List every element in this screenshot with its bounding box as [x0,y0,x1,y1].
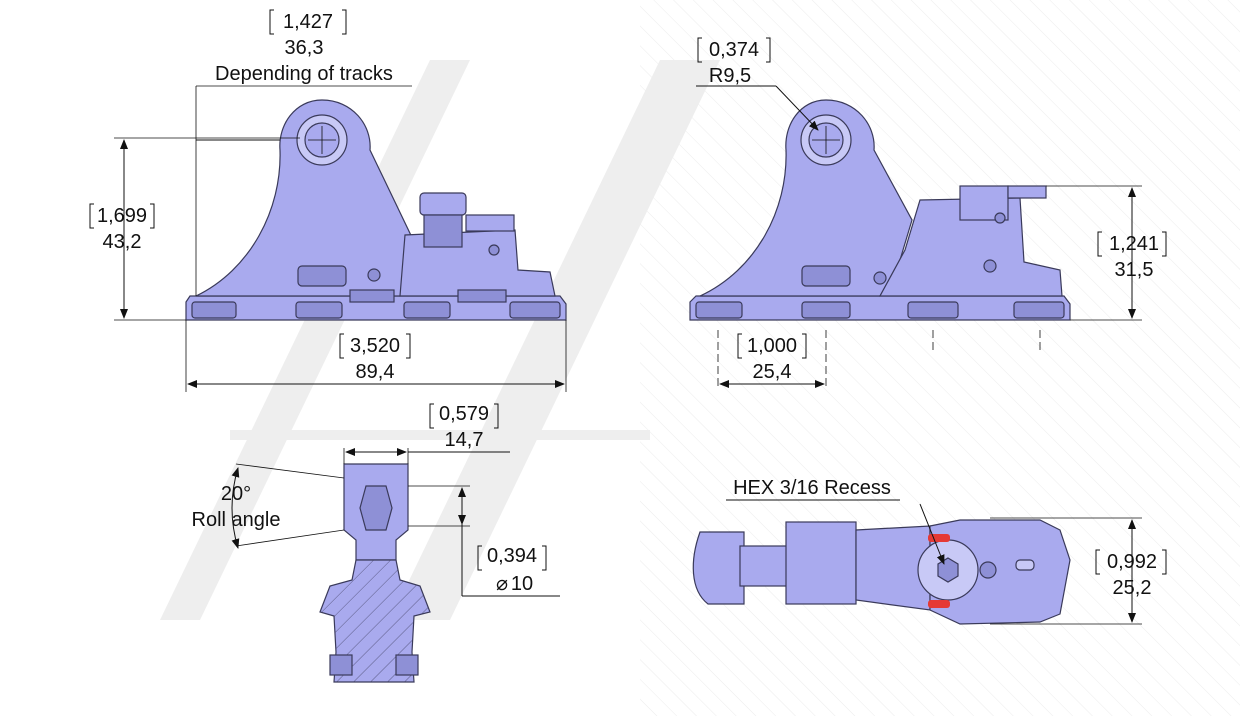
red-indicator [928,600,950,608]
screw [367,268,381,282]
side-view-left: 1,427 36,3 Depending of tracks 1,699 43,… [89,9,567,392]
hex-recess [937,557,959,583]
roller [191,301,237,319]
radius-metric: R9,5 [709,65,751,87]
roller [907,301,959,319]
tower [699,99,913,297]
screw [979,561,997,579]
roller [509,301,561,319]
screw [488,244,500,256]
width-note: Depending of tracks [215,63,393,85]
knob-stem [423,214,463,248]
pin-shaft [739,545,791,587]
bolt-head [329,654,353,676]
slider-block [878,197,1063,297]
window [297,265,347,287]
diameter-metric: 10 [511,573,533,595]
bolt-head [395,654,419,676]
section-hatch [320,560,430,682]
top-view: HEX 3/16 Recess 0,992 25,2 [692,477,1167,625]
roller [695,301,743,319]
width-metric: 36,3 [285,37,324,59]
height-imperial-right: 1,241 [1109,233,1159,255]
latch [465,214,515,232]
length-imperial: 3,520 [350,335,400,357]
tower [195,99,419,297]
side-view-right: 0,374 R9,5 1,241 31,5 1,000 25,4 [689,37,1167,390]
front-view: 0,579 14,7 20° Roll angle 0,394 ⌀ 10 [192,403,560,683]
top-width-imperial: 0,992 [1107,551,1157,573]
length-metric: 89,4 [356,361,395,383]
width-imperial: 1,427 [283,11,333,33]
watermark-stroke-2 [390,60,720,620]
height-metric: 43,2 [103,231,142,253]
top-width-metric: 25,2 [1113,577,1152,599]
pitch-metric: 25,4 [753,361,792,383]
roll-angle-value: 20° [221,483,251,505]
diameter-symbol: ⌀ [496,573,508,595]
red-indicator [928,534,950,542]
screw [873,271,887,285]
roll-angle-label: Roll angle [192,509,281,531]
latch-slot [1015,559,1035,571]
roller [403,301,451,319]
roller [457,289,507,303]
roller [349,289,395,303]
screw [983,259,997,273]
roller [295,301,343,319]
width-metric-front: 14,7 [445,429,484,451]
screw [994,212,1006,224]
roller [801,301,851,319]
knob [419,192,467,216]
roller-groove [359,485,393,531]
radius-imperial: 0,374 [709,39,759,61]
watermark-bar [230,430,650,440]
roller [1013,301,1065,319]
width-imperial-front: 0,579 [439,403,489,425]
window [801,265,851,287]
hex-recess-label: HEX 3/16 Recess [733,477,891,499]
latch-tab [1007,185,1047,199]
height-imperial: 1,699 [97,205,147,227]
base-plate [689,295,1071,321]
pin-end [692,531,745,605]
diameter-imperial: 0,394 [487,545,537,567]
pitch-imperial: 1,000 [747,335,797,357]
tower-top [785,521,857,605]
slider-block [399,229,556,297]
height-metric-right: 31,5 [1115,259,1154,281]
